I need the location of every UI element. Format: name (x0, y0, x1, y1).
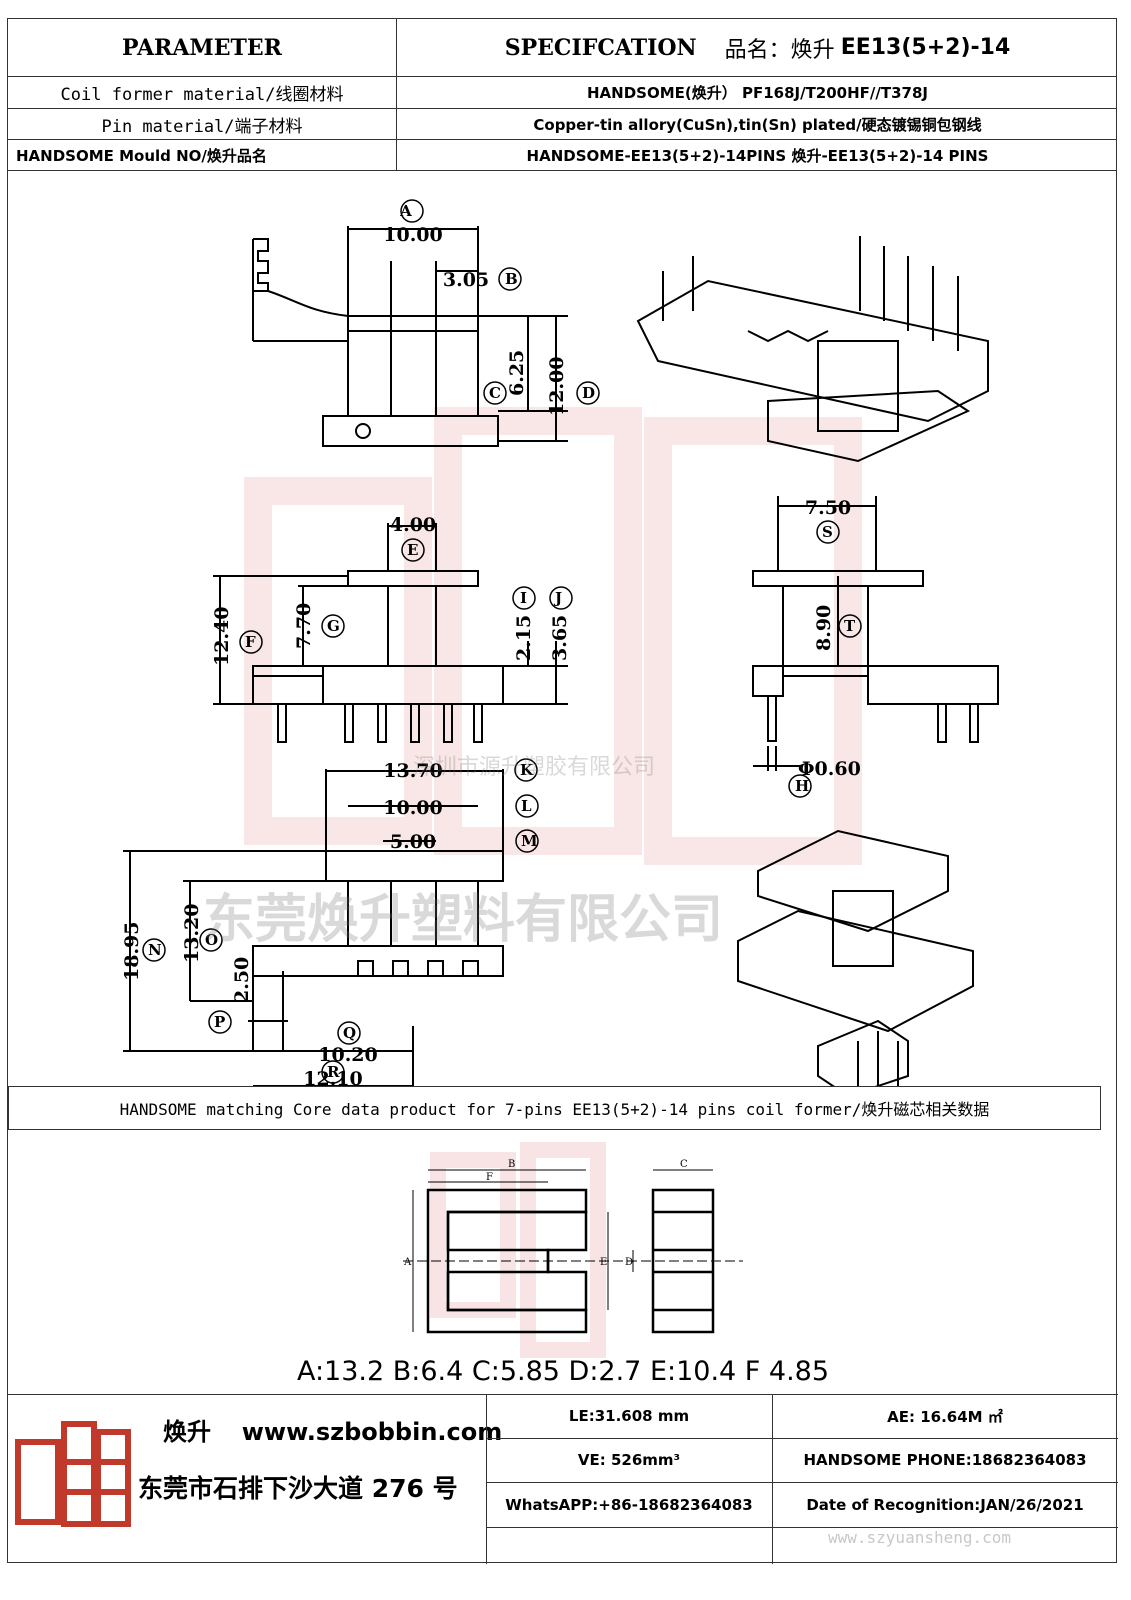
spec-row: Coil former material/线圈材料 HANDSOME(焕升） P… (8, 77, 1116, 109)
specification-title: SPECIFCATION (504, 34, 697, 61)
dimension-value: 7.50 (805, 497, 851, 519)
specification-header: SPECIFCATION 品名：焕升 EE13(5+2)-14 (397, 19, 1118, 76)
dimension-letter: H (795, 777, 809, 795)
dimension-letter: F (245, 633, 256, 651)
dimension-value: 2.15 (513, 615, 535, 661)
dimension-value: 18.95 (121, 922, 143, 982)
dimension-letter: T (844, 617, 856, 635)
spec-row: Pin material/端子材料 Copper-tin allory(CuSn… (8, 109, 1116, 140)
iso-view-top (636, 236, 989, 463)
end-view-middle (752, 496, 999, 771)
footer-ae: AE: 16.64M ㎡ (887, 1407, 1003, 1426)
core-drawing: B F C A E D A:13.2 B:6.4 C:5.85 D:2.7 E:… (297, 1142, 829, 1387)
spec-row-label: Coil former material/线圈材料 (8, 77, 397, 108)
dimension-letter: B (505, 270, 518, 288)
front-view-top (252, 226, 568, 447)
dimension-letter: P (214, 1013, 225, 1031)
spec-row-label: HANDSOME Mould NO/焕升品名 (8, 140, 397, 170)
core-label-c: C (680, 1159, 688, 1170)
e-core-front (403, 1169, 743, 1334)
dimension-value: 10.00 (383, 797, 443, 819)
dimension-letter: K (520, 761, 534, 779)
core-data-title-row: HANDSOME matching Core data product for … (8, 1086, 1101, 1130)
spec-row-value: Copper-tin allory(CuSn),tin(Sn) plated/硬… (533, 115, 982, 134)
dimension-value: 2.50 (231, 957, 253, 1003)
dimension-value: 3.05 (443, 269, 489, 291)
dimension-value: 4.00 (390, 514, 436, 536)
footer: 焕升 www.szbobbin.com 东莞市石排下沙大道 276 号 LE:3… (8, 1394, 1118, 1564)
product-name-prefix: 品名：焕升 (724, 37, 835, 63)
dimension-letter: I (520, 589, 527, 607)
dimension-value: 13.20 (181, 904, 203, 964)
iso-view-bottom (737, 829, 974, 1086)
core-label-f: F (486, 1172, 493, 1183)
core-label-b: B (508, 1159, 515, 1170)
footer-watermark: www.szyuansheng.com (828, 1528, 1012, 1547)
dimension-letter: O (205, 931, 218, 949)
watermark-company-small: 深圳市源升塑胶有限公司 (413, 755, 656, 780)
watermark-company-large: 东莞焕升塑料有限公司 (203, 890, 724, 950)
footer-brand: 焕升 (163, 1418, 211, 1446)
dimension-value: 12.00 (546, 357, 568, 417)
dimension-value: 12.40 (211, 607, 233, 667)
header-row: PARAMETER SPECIFCATION 品名：焕升 EE13(5+2)-1… (8, 19, 1116, 77)
dimension-value: 10.00 (383, 224, 443, 246)
core-label-a: A (403, 1257, 412, 1268)
core-label-d: D (625, 1257, 633, 1268)
core-dimension-letters: B F C A E D (403, 1159, 688, 1268)
dimension-letter: M (521, 832, 538, 850)
side-view-middle (213, 523, 568, 743)
core-values: A:13.2 B:6.4 C:5.85 D:2.7 E:10.4 F 4.85 (297, 1356, 829, 1387)
footer-brand-line: 焕升 www.szbobbin.com (163, 1412, 502, 1447)
bobbin-drawing: A 10.00 3.05 B 6.25 C 12.00 D 4.00 E 12.… (121, 199, 999, 1086)
dimension-value: 5.00 (390, 831, 436, 853)
company-logo (15, 1421, 131, 1527)
footer-ve: VE: 526mm³ (577, 1451, 681, 1469)
dimension-letter: D (582, 384, 595, 402)
dimension-letter: S (822, 523, 833, 541)
spec-sheet: PARAMETER SPECIFCATION 品名：焕升 EE13(5+2)-1… (7, 18, 1118, 1564)
dimension-letter: C (489, 384, 501, 402)
footer-le: LE:31.608 mm (568, 1407, 690, 1425)
spec-row: HANDSOME Mould NO/焕升品名 HANDSOME-EE13(5+2… (8, 140, 1116, 171)
spec-row-value: HANDSOME(焕升） PF168J/T200HF//T378J (586, 84, 928, 102)
footer-date: Date of Recognition:JAN/26/2021 (806, 1495, 1084, 1514)
dimension-letter: Q (343, 1024, 356, 1042)
dimension-value: 6.25 (506, 350, 528, 396)
parameter-header: PARAMETER (8, 19, 397, 76)
product-name-model: EE13(5+2)-14 (840, 35, 1011, 60)
dimension-value: 8.90 (813, 605, 835, 651)
dimension-value: 13.70 (383, 760, 443, 782)
dimension-labels: A 10.00 3.05 B 6.25 C 12.00 D 4.00 E 12.… (121, 199, 862, 1086)
footer-address: 东莞市石排下沙大道 276 号 (138, 1474, 458, 1503)
footer-whatsapp: WhatsAPP:+86-18682364083 (505, 1495, 753, 1514)
spec-row-label: Pin material/端子材料 (8, 109, 397, 139)
dimension-value: Φ0.60 (798, 758, 861, 780)
dimension-value: 3.65 (549, 615, 571, 661)
dimension-letter: L (521, 797, 532, 815)
dimension-letter: G (327, 617, 340, 635)
spec-row-value: HANDSOME-EE13(5+2)-14PINS 焕升-EE13(5+2)-1… (526, 146, 989, 165)
footer-website[interactable]: www.szbobbin.com (241, 1418, 503, 1446)
bottom-view (123, 769, 504, 1086)
dimension-letter: N (148, 941, 162, 959)
dimension-value: 12.10 (303, 1068, 363, 1086)
dimension-letter: R (327, 1063, 340, 1081)
dimension-value: 7.70 (293, 603, 315, 649)
dimension-letter: E (407, 541, 418, 559)
footer-phone: HANDSOME PHONE:18682364083 (803, 1451, 1087, 1469)
e-core-side (632, 1169, 715, 1334)
core-data-title: HANDSOME matching Core data product for … (119, 1100, 990, 1119)
dimension-letter: J (553, 589, 562, 607)
core-label-e: E (600, 1257, 607, 1268)
